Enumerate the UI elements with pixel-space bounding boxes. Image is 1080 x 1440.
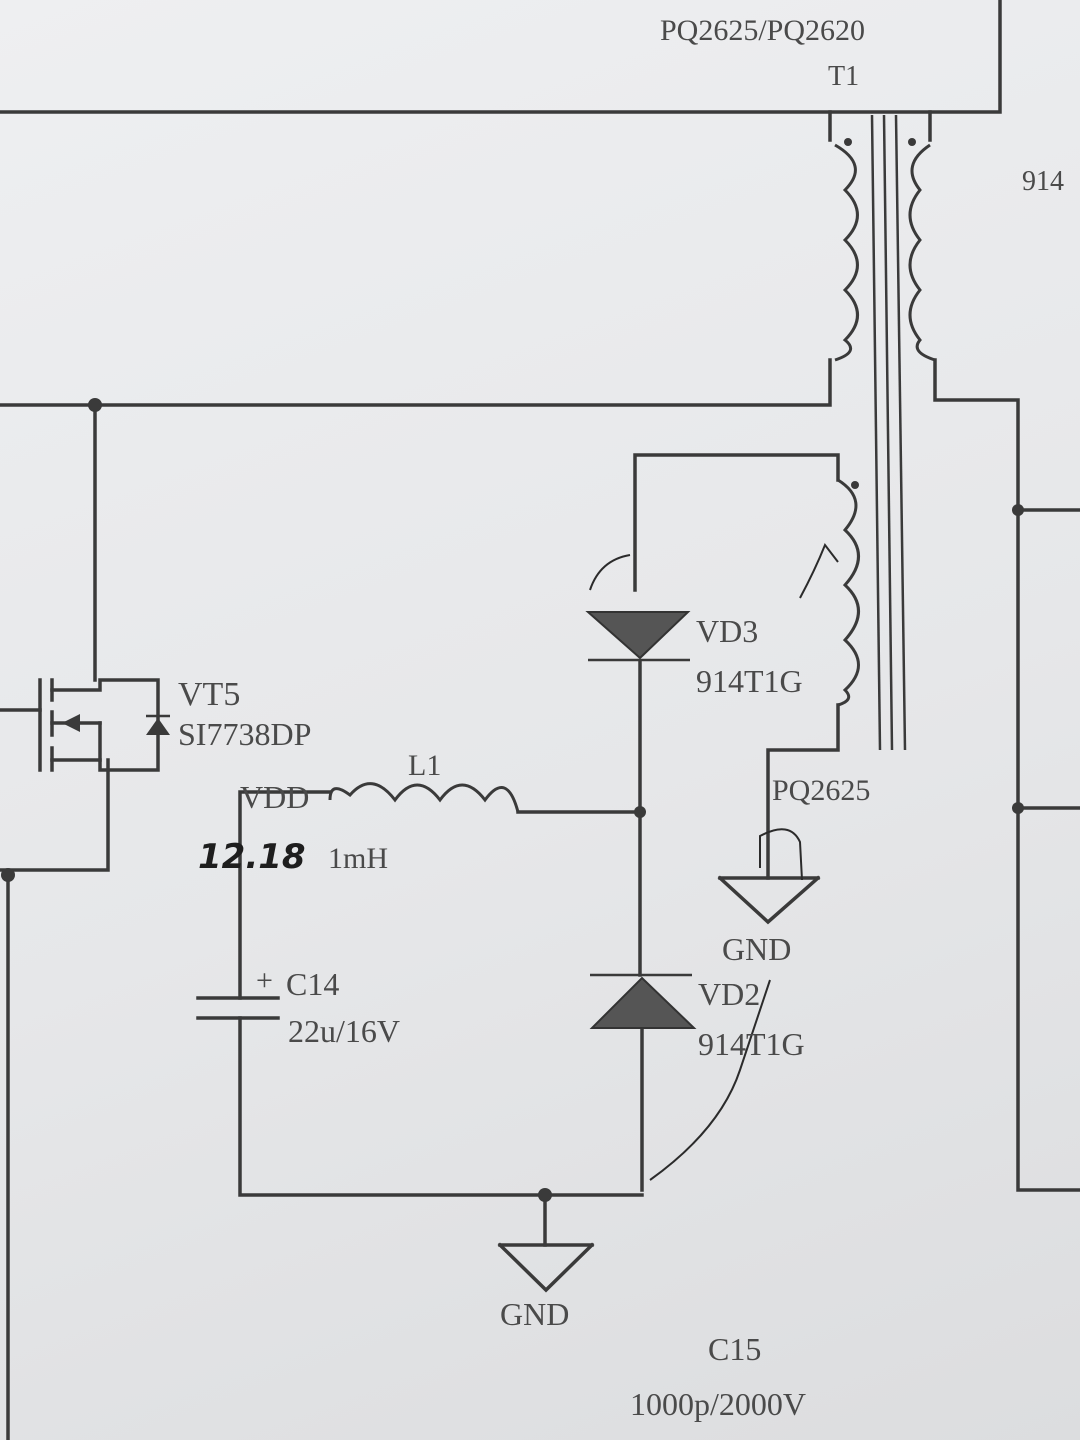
wire-aux-top xyxy=(633,453,840,592)
core-line xyxy=(870,114,882,751)
ground-triangle xyxy=(497,1242,595,1293)
diode-vd3 xyxy=(585,611,691,662)
diode-vd3-part-label: 914T1G xyxy=(696,663,803,699)
handwritten-voltage-note: 12.18 xyxy=(198,837,306,877)
wire-aux-bottom xyxy=(766,703,840,880)
junction-dot xyxy=(1012,504,1024,516)
aux-winding-part-label: PQ2625 xyxy=(772,774,870,807)
mosfet-ref-label: VT5 xyxy=(178,676,240,713)
ground-triangle xyxy=(717,875,821,925)
diode-vd2-body xyxy=(589,976,697,1029)
capacitor-c15-value-label: 1000p/2000V xyxy=(630,1386,806,1422)
wire-vdd-rail xyxy=(238,790,332,1000)
edge-label: 914 xyxy=(1022,166,1064,197)
mosfet-arrow xyxy=(62,714,80,732)
mosfet-body-diode xyxy=(146,718,170,735)
polarity-dot xyxy=(851,481,859,489)
capacitor-c14-ref-label: C14 xyxy=(286,966,339,1002)
aux-winding xyxy=(837,478,860,707)
ink-mark-arc xyxy=(649,979,771,1181)
wire-primary-bus xyxy=(0,358,832,407)
mosfet-part-label: SI7738DP xyxy=(178,716,311,752)
capacitor-c15-ref-label: C15 xyxy=(708,1331,761,1367)
secondary-winding xyxy=(908,143,936,362)
ground-aux-label: GND xyxy=(722,931,791,967)
inductor-value-label: 1mH xyxy=(328,842,388,875)
capacitor-c14-value-label: 22u/16V xyxy=(288,1013,400,1049)
ground-symbol-aux xyxy=(717,875,821,925)
ink-mark-top-vd3 xyxy=(589,554,631,591)
diode-vd3-body xyxy=(585,611,691,660)
core-line xyxy=(894,114,907,751)
ink-mark-vd3 xyxy=(799,542,839,599)
ground-main-label: GND xyxy=(500,1296,569,1332)
inductor-ref-label: L1 xyxy=(408,749,441,782)
junction-dot xyxy=(538,1188,552,1202)
polarity-dot xyxy=(844,138,852,146)
core-line xyxy=(882,114,894,751)
transformer-t1 xyxy=(834,114,936,751)
junction-dot xyxy=(88,398,102,412)
diode-vd2-ref-label: VD2 xyxy=(698,976,760,1012)
wire-c14-bottom xyxy=(238,1016,644,1197)
junction-dot xyxy=(1,868,15,882)
transformer-ref-label: T1 xyxy=(828,61,859,92)
junction-dot xyxy=(1012,802,1024,814)
inductor-l1 xyxy=(328,782,520,813)
diode-vd2 xyxy=(589,973,697,1029)
wire-top-frame xyxy=(0,0,1002,114)
capacitor-c14-polarity: + xyxy=(256,964,273,997)
wire-secondary-bottom xyxy=(933,358,1080,1192)
capacitor-c14 xyxy=(196,996,280,1020)
diode-vd3-ref-label: VD3 xyxy=(696,613,758,649)
mosfet-vt5 xyxy=(0,678,170,772)
wire-left-source xyxy=(0,758,110,872)
polarity-dot xyxy=(908,138,916,146)
junction-dot xyxy=(634,806,646,818)
vdd-net-label: VDD xyxy=(240,779,309,815)
transformer-part-label: PQ2625/PQ2620 xyxy=(660,14,865,47)
diode-vd2-part-label: 914T1G xyxy=(698,1026,805,1062)
ground-symbol-main xyxy=(497,1242,595,1293)
ink-mark-gnd xyxy=(759,828,803,881)
primary-winding xyxy=(834,143,859,362)
